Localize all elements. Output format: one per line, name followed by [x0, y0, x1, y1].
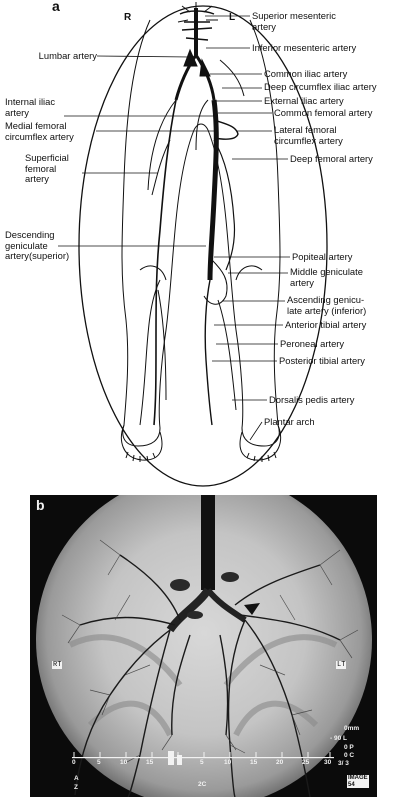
label-medial-femoral-circumflex-artery: Medial femoral circumflex artery	[5, 120, 74, 142]
label-popliteal-artery: Popiteal artery	[292, 251, 353, 262]
panel-a-diagram	[58, 2, 328, 487]
panel-b-letter: b	[36, 497, 45, 513]
label-posterior-tibial-artery: Posterior tibial artery	[279, 355, 365, 366]
bottom-mark-2c: 2C	[198, 781, 207, 788]
corner-info-3: 0 C	[344, 752, 355, 759]
label-superficial-femoral-artery: Superficial femoral artery	[25, 152, 69, 184]
field-of-view	[36, 495, 372, 797]
panel-a-letter: a	[52, 0, 60, 14]
arterial-tree	[139, 2, 245, 426]
label-external-iliac-artery: External iliac artery	[264, 95, 344, 106]
leader-lines	[58, 15, 290, 441]
scale-tick-4: 5	[200, 759, 204, 766]
leg-outlines	[120, 19, 282, 462]
scale-tick-7: 20	[276, 759, 284, 766]
label-middle-geniculate-artery: Middle geniculate artery	[290, 266, 363, 288]
label-superior-mesenteric-artery: Superior mesenteric artery	[252, 10, 336, 32]
side-marker-right: R	[124, 12, 132, 23]
label-plantar-arch: Plantar arch	[264, 416, 315, 427]
label-descending-geniculate-artery: Descending geniculate artery(superior)	[5, 229, 70, 261]
scale-tick-1: 5	[97, 759, 101, 766]
label-inferior-mesenteric-artery: Inferior mesenteric artery	[252, 42, 357, 53]
angiogram-image	[36, 495, 372, 797]
label-common-femoral-artery: Common femoral artery	[274, 107, 373, 118]
marker-lt: LT	[336, 661, 347, 669]
scale-tick-9: 30	[324, 759, 332, 766]
series-box: IMAGE 54	[347, 775, 369, 788]
scale-tick-8: 25	[302, 759, 310, 766]
corner-info-1: - 90 L	[330, 735, 347, 742]
label-dorsalis-pedis-artery: Dorsalis pedis artery	[269, 394, 355, 405]
scale-tick-0: 0	[72, 759, 76, 766]
side-marker-left: L	[229, 12, 236, 23]
label-deep-circumflex-iliac-artery: Deep circumflex iliac artery	[264, 81, 377, 92]
panel-b-angiogram: b RT LT 0mm - 90 L 0 P 0 C 3/ 3 IMAGE 54…	[30, 495, 377, 797]
corner-info-2: 0 P	[344, 744, 354, 751]
label-common-iliac-artery: Common iliac artery	[264, 68, 348, 79]
marker-rt: RT	[52, 661, 63, 669]
label-lateral-femoral-circumflex-artery: Lateral femoral circumflex artery	[274, 124, 343, 146]
corner-info-4: 3/ 3	[338, 760, 349, 767]
label-deep-femoral-artery: Deep femoral artery	[290, 153, 373, 164]
bottom-mark-z: Z	[74, 784, 78, 791]
scale-tick-5: 10	[224, 759, 232, 766]
scale-tick-2: 10	[120, 759, 128, 766]
scale-tick-6: 15	[250, 759, 258, 766]
bottom-mark-a: A	[74, 775, 79, 782]
label-ascending-geniculate-artery: Ascending genicu- late artery (inferior)	[287, 294, 367, 316]
corner-info-0: 0mm	[344, 725, 360, 732]
label-internal-iliac-artery: Internal iliac artery	[5, 96, 56, 118]
label-lumbar-artery: Lumbar artery	[38, 50, 97, 61]
label-anterior-tibial-artery: Anterior tibial artery	[285, 319, 367, 330]
label-peroneal-artery: Peroneal artery	[280, 338, 345, 349]
scale-tick-3: 15	[146, 759, 154, 766]
